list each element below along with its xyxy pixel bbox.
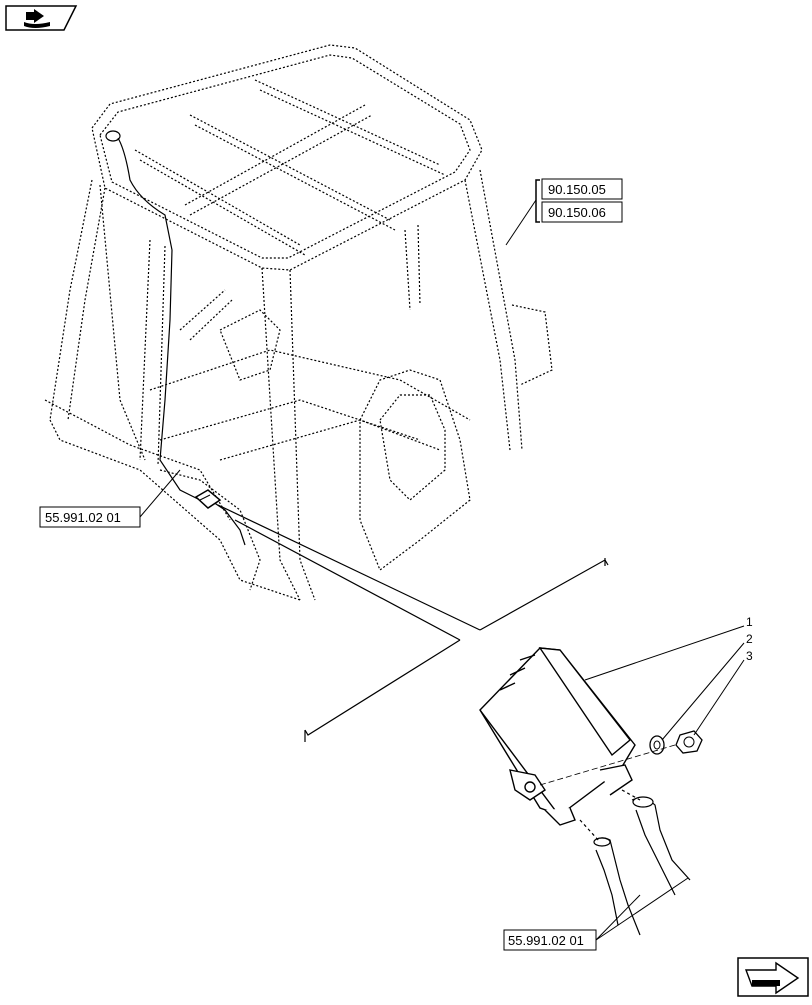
callout-3[interactable]: 3 [693, 649, 753, 736]
ref-label-90-150-06: 90.150.06 [548, 205, 606, 220]
nut-part [675, 730, 703, 754]
book-arrow-icon[interactable] [5, 5, 78, 31]
harness-connectors [579, 789, 691, 936]
ref-label-90-150-05: 90.150.05 [548, 182, 606, 197]
ref-label-bottom: 55.991.02 01 [508, 933, 584, 948]
washer-part [649, 735, 665, 755]
ref-box-bottom-55-991[interactable]: 55.991.02 01 [503, 877, 689, 951]
module-on-cab [194, 489, 222, 509]
next-page-arrow-icon[interactable] [737, 957, 809, 997]
ref-box-90-150-06[interactable]: 90.150.06 [541, 201, 623, 223]
callout-1-label: 1 [746, 615, 753, 629]
control-module-detail [479, 647, 636, 826]
harness-on-cab [105, 130, 246, 546]
callout-2-label: 2 [746, 632, 753, 646]
assembly-axis [539, 744, 676, 786]
callout-3-label: 3 [746, 649, 753, 663]
cab-frame-drawing [44, 44, 553, 601]
callout-1[interactable]: 1 [584, 615, 753, 681]
callout-2[interactable]: 2 [661, 632, 753, 741]
ref-bracket-top [505, 179, 540, 246]
ref-box-90-150-05[interactable]: 90.150.05 [541, 178, 623, 200]
ref-label-left: 55.991.02 01 [45, 510, 121, 525]
detail-leader-lines [217, 504, 609, 742]
ref-box-left-55-991[interactable]: 55.991.02 01 [39, 469, 181, 528]
